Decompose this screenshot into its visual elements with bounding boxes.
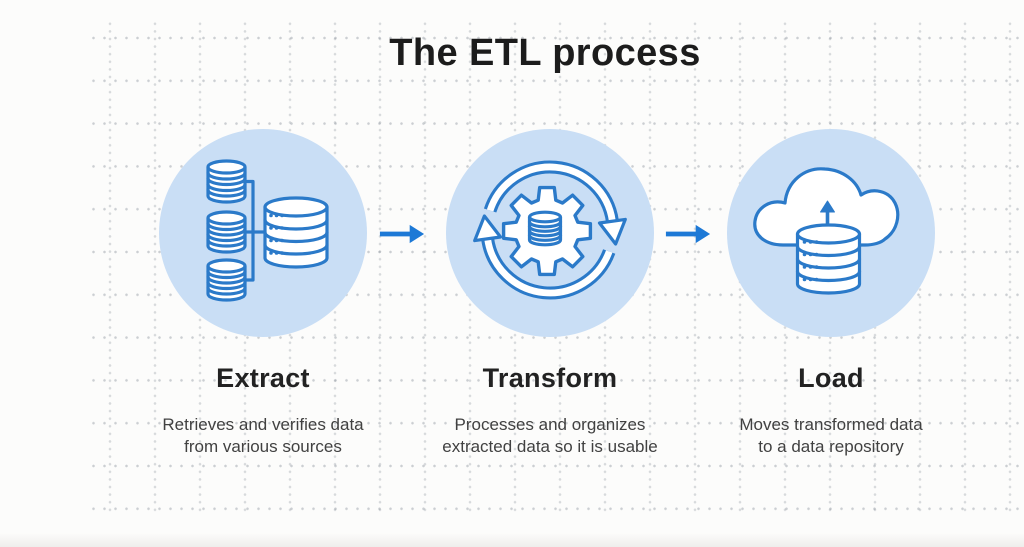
- database-dots: [269, 213, 284, 255]
- flow-arrow-icon: [379, 224, 425, 244]
- step-heading: Load: [798, 363, 864, 393]
- upload-arrow: [820, 200, 835, 226]
- gear-sync-arrows-icon: [473, 160, 627, 300]
- source-databases-icon: [206, 159, 329, 302]
- gear-database: [527, 210, 563, 247]
- sync-arcs: [481, 160, 619, 300]
- small-database-1: [206, 159, 247, 204]
- database-dots: [802, 240, 819, 282]
- target-database: [263, 196, 329, 269]
- flow-arrow-icon: [665, 224, 711, 244]
- step-load: Load Moves transformed data to a data re…: [681, 129, 981, 458]
- repository-database: [795, 223, 862, 295]
- step-heading: Extract: [216, 363, 310, 393]
- cloud-database-upload-icon: [753, 167, 900, 295]
- small-database-2: [206, 210, 247, 254]
- small-database-3: [206, 258, 247, 302]
- step-transform: Transform Processes and organizes extrac…: [400, 129, 700, 458]
- step-description: Processes and organizes extracted data s…: [442, 415, 658, 456]
- step-heading: Transform: [482, 363, 618, 393]
- load-circle: [727, 129, 935, 337]
- sync-arrowhead-left: [473, 214, 503, 243]
- extract-circle: [159, 129, 367, 337]
- step-description: Moves transformed data to a data reposit…: [739, 415, 923, 456]
- step-extract: Extract Retrieves and verifies data from…: [113, 129, 413, 458]
- transform-circle: [446, 129, 654, 337]
- sync-arrowhead-right: [597, 217, 627, 246]
- step-description: Retrieves and verifies data from various…: [162, 415, 364, 456]
- connector-lines: [243, 179, 269, 282]
- page-title: The ETL process: [389, 32, 701, 74]
